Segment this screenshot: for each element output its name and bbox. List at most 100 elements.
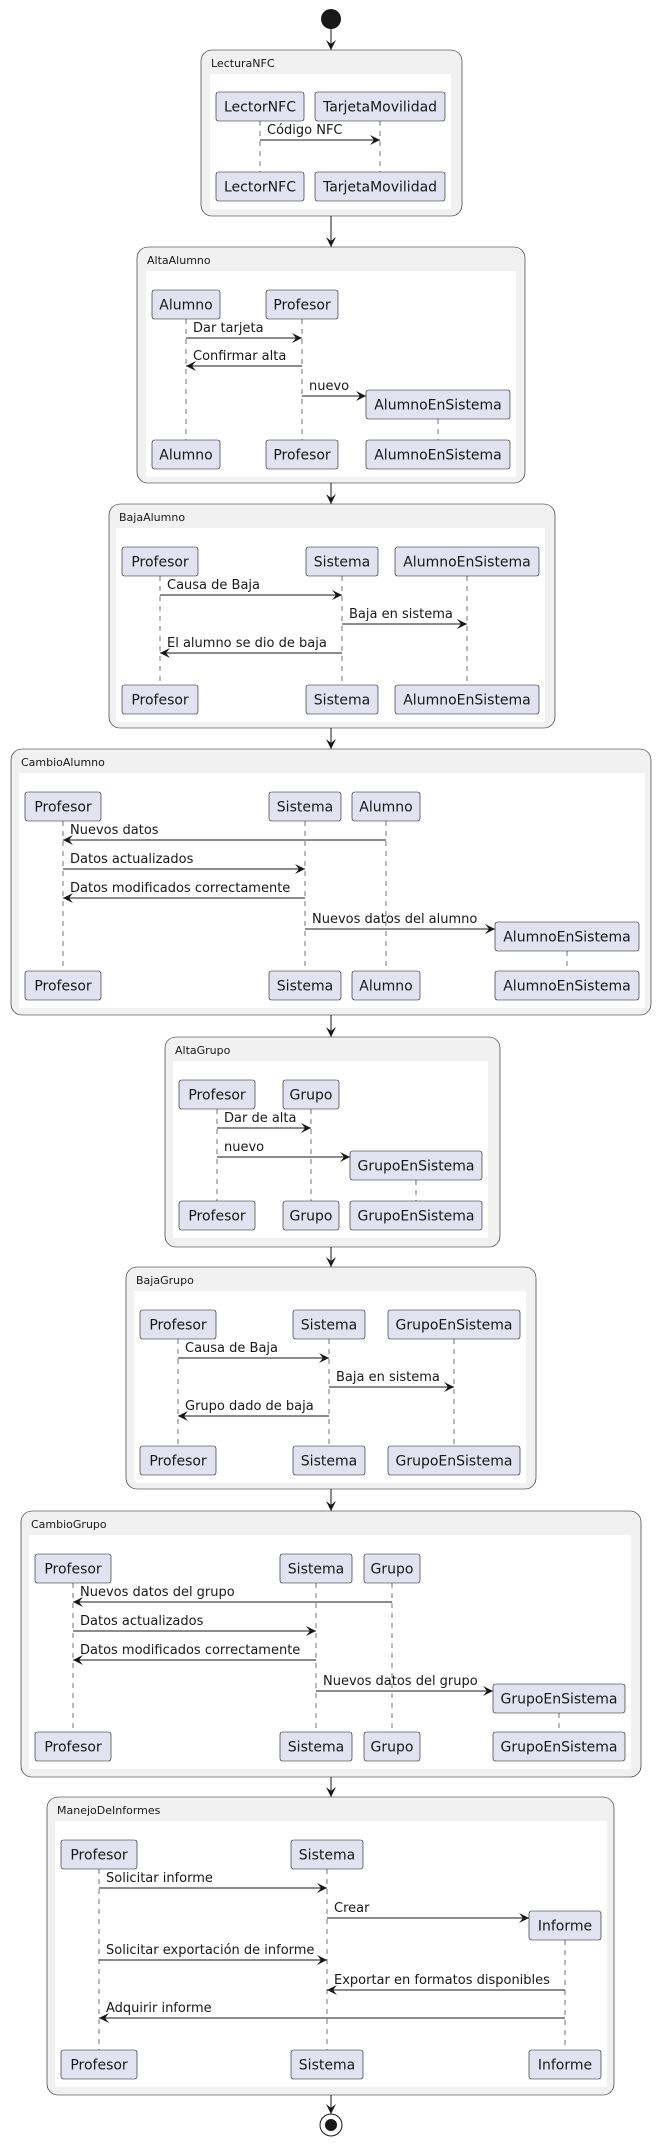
participant-label: Grupo xyxy=(290,1209,333,1225)
participant-sistema: Sistema xyxy=(292,1309,366,1340)
participant-profesor: Profesor xyxy=(139,1445,217,1476)
participant-label: Informe xyxy=(538,1919,592,1935)
participant-label: Profesor xyxy=(149,1318,207,1334)
participant-alumno: Alumno xyxy=(151,439,221,470)
end-node xyxy=(319,2113,343,2137)
participant-sistema: Sistema xyxy=(292,1445,366,1476)
participant-label: AlumnoEnSistema xyxy=(403,555,531,571)
participant-label: Grupo xyxy=(371,1562,414,1578)
message-nuevos-datos-del-grupo: Nuevos datos del grupo xyxy=(73,1585,392,1607)
message-dar-tarjeta: Dar tarjeta xyxy=(186,321,302,343)
message-label: Dar de alta xyxy=(224,1111,296,1126)
message-grupo-dado-de-baja: Grupo dado de baja xyxy=(178,1399,329,1421)
participant-profesor: Profesor xyxy=(24,970,102,1001)
message-crear: Crear xyxy=(327,1901,529,1923)
participant-sistema: Sistema xyxy=(279,1731,353,1762)
participant-label: Profesor xyxy=(273,298,331,314)
message-nuevos-datos-del-grupo: Nuevos datos del grupo xyxy=(316,1674,493,1696)
participant-grupo: Grupo xyxy=(363,1553,421,1584)
participant-profesor: Profesor xyxy=(178,1200,256,1231)
participant-label: GrupoEnSistema xyxy=(357,1159,474,1175)
message-c-digo-nfc: Código NFC xyxy=(260,123,380,145)
message-label: Nuevos datos del grupo xyxy=(80,1585,235,1600)
group-label: ManejoDeInformes xyxy=(57,1804,161,1817)
message-label: El alumno se dio de baja xyxy=(167,636,327,651)
group-label: BajaGrupo xyxy=(136,1274,194,1287)
message-label: Baja en sistema xyxy=(349,607,453,622)
message-solicitar-exportaci-n-de-informe: Solicitar exportación de informe xyxy=(99,1943,327,1965)
participant-label: Sistema xyxy=(299,2058,355,2074)
participant-profesor: Profesor xyxy=(178,1079,256,1110)
participant-label: Profesor xyxy=(188,1088,246,1104)
message-label: Baja en sistema xyxy=(336,1370,440,1385)
participant-label: Grupo xyxy=(290,1088,333,1104)
message-confirmar-alta: Confirmar alta xyxy=(186,349,302,371)
participant-sistema: Sistema xyxy=(290,1839,364,1870)
group-cambio-grupo: CambioGrupoProfesorProfesorSistemaSistem… xyxy=(20,1510,642,1778)
participant-label: Profesor xyxy=(273,448,331,464)
message-datos-actualizados: Datos actualizados xyxy=(73,1614,316,1636)
participant-alumno: Alumno xyxy=(351,970,421,1001)
participant-label: LectorNFC xyxy=(224,180,296,196)
participant-alumno-en-sistema: AlumnoEnSistema xyxy=(365,389,511,420)
participant-tarjeta-movilidad: TarjetaMovilidad xyxy=(314,91,446,122)
message-label: Dar tarjeta xyxy=(193,321,264,336)
start-node xyxy=(321,9,341,29)
message-datos-modificados-correctamente: Datos modificados correctamente xyxy=(73,1643,316,1665)
message-baja-en-sistema: Baja en sistema xyxy=(342,607,467,629)
participant-alumno-en-sistema: AlumnoEnSistema xyxy=(494,970,640,1001)
message-causa-de-baja: Causa de Baja xyxy=(160,578,342,600)
message-label: Nuevos datos del alumno xyxy=(312,912,477,927)
message-label: Confirmar alta xyxy=(193,349,286,364)
message-label: Solicitar exportación de informe xyxy=(106,1943,314,1958)
message-label: Datos actualizados xyxy=(70,852,194,867)
participant-label: Sistema xyxy=(277,800,333,816)
participant-label: AlumnoEnSistema xyxy=(403,693,531,709)
participant-label: AlumnoEnSistema xyxy=(503,930,631,946)
participant-label: Alumno xyxy=(159,298,212,314)
participant-profesor: Profesor xyxy=(24,791,102,822)
participant-label: Alumno xyxy=(359,800,412,816)
participant-sistema: Sistema xyxy=(305,684,379,715)
group-lectura-nfc: LecturaNFCLectorNFCLectorNFCTarjetaMovil… xyxy=(200,49,463,217)
group-baja-grupo: BajaGrupoProfesorProfesorSistemaSistemaG… xyxy=(125,1266,537,1490)
participant-label: Alumno xyxy=(359,979,412,995)
participant-label: Sistema xyxy=(288,1562,344,1578)
participant-sistema: Sistema xyxy=(268,791,342,822)
message-exportar-en-formatos-disponibles: Exportar en formatos disponibles xyxy=(327,1973,565,1995)
participant-profesor: Profesor xyxy=(34,1553,112,1584)
participant-label: Sistema xyxy=(314,555,370,571)
message-label: Datos modificados correctamente xyxy=(70,881,290,896)
message-label: Crear xyxy=(334,1901,370,1916)
participant-profesor: Profesor xyxy=(121,546,199,577)
message-nuevo: nuevo xyxy=(302,379,366,401)
participant-lector-nfc: LectorNFC xyxy=(215,171,305,202)
message-label: Nuevos datos xyxy=(70,823,159,838)
message-label: Código NFC xyxy=(267,123,343,138)
message-label: nuevo xyxy=(309,379,349,394)
group-label: AltaAlumno xyxy=(147,254,211,267)
group-cambio-alumno: CambioAlumnoProfesorProfesorSistemaSiste… xyxy=(10,748,652,1016)
message-nuevo: nuevo xyxy=(217,1140,350,1162)
message-dar-de-alta: Dar de alta xyxy=(217,1111,311,1133)
participant-label: Profesor xyxy=(149,1454,207,1470)
participant-alumno: Alumno xyxy=(351,791,421,822)
participant-label: Sistema xyxy=(314,693,370,709)
participant-grupo: Grupo xyxy=(282,1200,340,1231)
participant-label: Grupo xyxy=(371,1740,414,1756)
participant-label: LectorNFC xyxy=(224,100,296,116)
participant-label: Alumno xyxy=(159,448,212,464)
participant-profesor: Profesor xyxy=(265,289,339,320)
participant-alumno-en-sistema: AlumnoEnSistema xyxy=(394,684,540,715)
participant-label: Profesor xyxy=(131,555,189,571)
participant-grupo-en-sistema: GrupoEnSistema xyxy=(492,1731,626,1762)
participant-label: AlumnoEnSistema xyxy=(374,398,502,414)
participant-label: TarjetaMovilidad xyxy=(322,100,437,116)
participant-alumno-en-sistema: AlumnoEnSistema xyxy=(365,439,511,470)
participant-profesor: Profesor xyxy=(121,684,199,715)
participant-label: Informe xyxy=(538,2058,592,2074)
participant-label: Sistema xyxy=(299,1848,355,1864)
group-label: CambioAlumno xyxy=(21,756,105,769)
message-label: Nuevos datos del grupo xyxy=(323,1674,478,1689)
